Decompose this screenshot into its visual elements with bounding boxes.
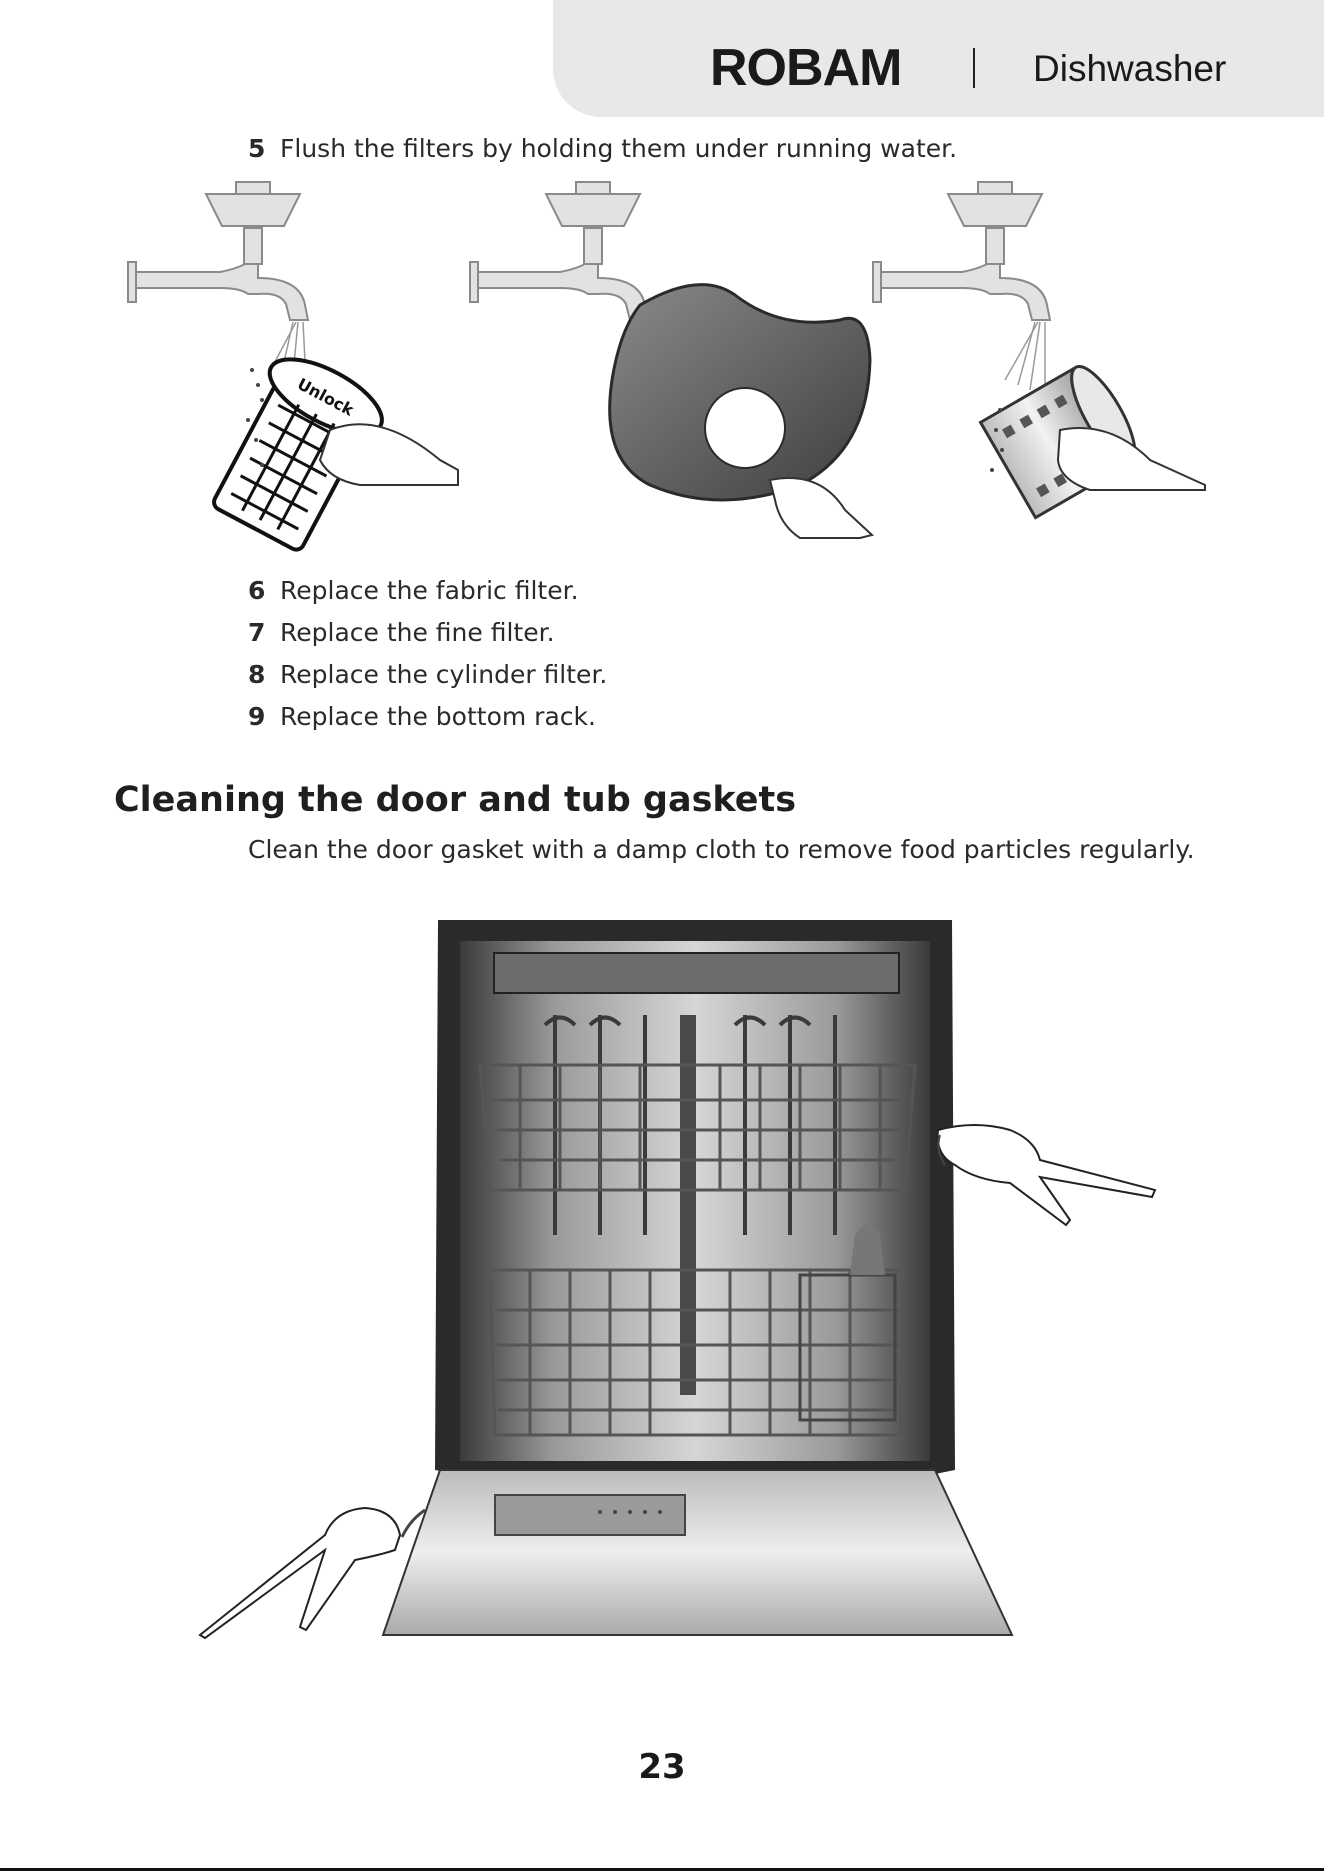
step-6: 6 Replace the fabric filter.: [248, 576, 579, 606]
section-body: Clean the door gasket with a damp cloth …: [248, 835, 1195, 864]
product-name: Dishwasher: [1033, 48, 1227, 89]
header-divider: [973, 48, 975, 88]
faucet-icon: [127, 181, 310, 321]
brand-logo: ROBAM: [710, 39, 902, 97]
step-number: 7: [248, 618, 266, 647]
faucet-icon: [469, 181, 650, 321]
water-drops: [990, 408, 1004, 472]
step-number: 9: [248, 702, 266, 731]
faucet-icon: [872, 181, 1052, 321]
hand: [318, 423, 459, 486]
water-drops: [246, 368, 264, 467]
step-number: 8: [248, 660, 266, 689]
upper-rack: [478, 1063, 917, 1192]
step-text: Replace the fabric filter.: [280, 576, 579, 605]
step-text: Replace the fine filter.: [280, 618, 555, 647]
step-number: 6: [248, 576, 266, 605]
step-5: 5 Flush the filters by holding them under…: [248, 134, 957, 164]
step-number: 5: [248, 134, 266, 163]
water-stream: [1004, 321, 1046, 391]
lower-rack: [488, 1268, 907, 1437]
dishwasher-gasket-illustration: [198, 920, 1157, 1640]
detergent-dispenser: [494, 1494, 686, 1536]
step-9: 9 Replace the bottom rack.: [248, 702, 596, 732]
footer-rule: [0, 1868, 1324, 1871]
cutlery-basket-handle: [850, 1225, 885, 1275]
top-spray-housing: [493, 952, 900, 994]
filter-hole: [704, 387, 786, 469]
step-8: 8 Replace the cylinder filter.: [248, 660, 607, 690]
step-text: Replace the cylinder filter.: [280, 660, 608, 689]
hand: [1056, 427, 1206, 491]
filter-flushing-illustration: Unlock: [127, 181, 1206, 552]
step-7: 7 Replace the fine filter.: [248, 618, 555, 648]
hand-lower-left: [198, 1506, 402, 1640]
header-banner: [553, 0, 1324, 117]
section-heading: Cleaning the door and tub gaskets: [114, 780, 797, 820]
page-number: 23: [638, 1747, 686, 1787]
open-door: [381, 1469, 1014, 1636]
step-text: Replace the bottom rack.: [280, 702, 596, 731]
hand: [768, 477, 875, 539]
step-text: Flush the filters by holding them under …: [280, 134, 958, 163]
hand-upper-right: [936, 1124, 1157, 1227]
spray-arm-tube: [680, 1015, 696, 1395]
